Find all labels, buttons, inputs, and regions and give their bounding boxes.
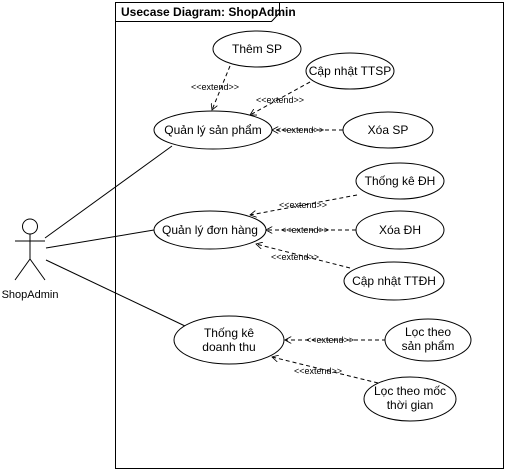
usecase-cap-nhat-ttsp[interactable]: Cập nhật TTSP bbox=[305, 52, 395, 90]
frame-title-tab bbox=[115, 2, 280, 22]
usecase-them-sp-label: Thêm SP bbox=[232, 42, 282, 56]
extend-cap-nhat-ttdh bbox=[256, 244, 351, 269]
usecase-xoa-dh[interactable]: Xóa ĐH bbox=[355, 210, 445, 250]
usecase-quan-ly-san-pham[interactable]: Quản lý sản phẩm bbox=[153, 110, 273, 150]
extend-label-loc-theo-moc: <<extend>> bbox=[294, 366, 342, 376]
extend-label-cap-nhat-ttdh: <<extend>> bbox=[271, 252, 319, 262]
usecase-them-sp[interactable]: Thêm SP bbox=[212, 30, 302, 68]
actor-left-leg bbox=[14, 258, 31, 281]
usecase-cap-nhat-ttsp-label: Cập nhật TTSP bbox=[309, 64, 392, 78]
usecase-xoa-dh-label: Xóa ĐH bbox=[379, 223, 421, 237]
extend-label-xoa-dh: <<extend>> bbox=[281, 225, 329, 235]
association-quan-ly-dh bbox=[45, 229, 155, 249]
usecase-thong-ke-dh[interactable]: Thống kê ĐH bbox=[355, 162, 445, 200]
actor-head bbox=[22, 218, 38, 235]
usecase-xoa-sp-label: Xóa SP bbox=[368, 123, 409, 137]
association-thong-ke-dt bbox=[45, 259, 186, 327]
extend-label-loc-theo-sp: <<extend>> bbox=[306, 335, 354, 345]
extend-cap-nhat-ttsp bbox=[250, 81, 311, 115]
frame-title: Usecase Diagram: ShopAdmin bbox=[121, 5, 296, 19]
extend-label-them-sp: <<extend>> bbox=[191, 82, 239, 92]
usecase-quan-ly-don-hang-label: Quản lý đơn hàng bbox=[162, 223, 258, 237]
actor-label: ShopAdmin bbox=[2, 289, 59, 301]
extend-label-xoa-sp: <<extend>> bbox=[276, 125, 324, 135]
extend-label-cap-nhat-ttsp: <<extend>> bbox=[256, 95, 304, 105]
actor-shopadmin[interactable]: ShopAdmin bbox=[2, 218, 59, 301]
usecase-cap-nhat-ttdh[interactable]: Cập nhật TTĐH bbox=[343, 261, 445, 301]
usecase-quan-ly-don-hang[interactable]: Quản lý đơn hàng bbox=[153, 210, 267, 250]
usecase-quan-ly-san-pham-label: Quản lý sản phẩm bbox=[164, 123, 261, 137]
usecase-xoa-sp[interactable]: Xóa SP bbox=[342, 111, 434, 149]
extend-them-sp bbox=[212, 65, 231, 110]
actor-right-leg bbox=[29, 258, 46, 281]
usecase-cap-nhat-ttdh-label: Cập nhật TTĐH bbox=[352, 274, 436, 288]
extend-label-thong-ke-dh: <<extend>> bbox=[279, 200, 327, 210]
association-quan-ly-sp bbox=[44, 145, 173, 239]
usecase-thong-ke-dh-label: Thống kê ĐH bbox=[365, 174, 436, 188]
